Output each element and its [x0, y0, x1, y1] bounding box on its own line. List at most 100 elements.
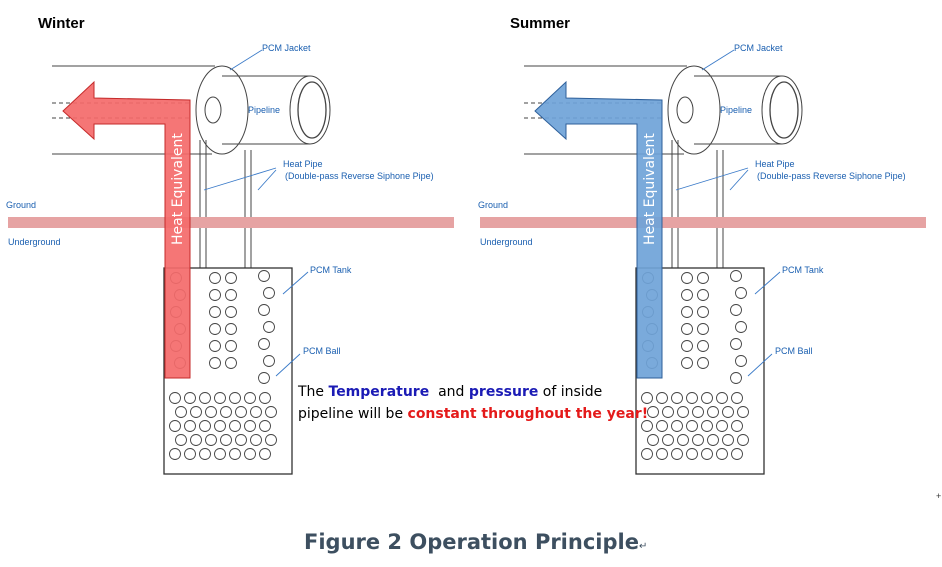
pcm-ball: [730, 270, 742, 282]
pcm-tank-label: PCM Tank: [782, 265, 824, 275]
pcm-ball: [735, 287, 747, 299]
pcm-ball: [697, 289, 709, 301]
pcm-ball: [656, 392, 668, 404]
pcm-ball: [199, 392, 211, 404]
pcm-ball: [677, 406, 689, 418]
pcm-ball: [707, 406, 719, 418]
pcm-ball: [244, 420, 256, 432]
pcm-ball: [707, 434, 719, 446]
pcm-ball: [169, 392, 181, 404]
pcm-ball: [259, 392, 271, 404]
pcm-ball: [244, 448, 256, 460]
pcm-ball: [209, 357, 221, 369]
figure-caption: Figure 2 Operation Principle↵: [304, 530, 647, 554]
pcm-ball: [258, 372, 270, 384]
pcm-ball: [730, 304, 742, 316]
underground-label: Underground: [480, 237, 533, 247]
pcm-ball: [730, 372, 742, 384]
pcm-ball: [656, 420, 668, 432]
pcm-ball: [671, 392, 683, 404]
pcm-ball: [681, 306, 693, 318]
pcm-ball: [731, 420, 743, 432]
pcm-ball: [697, 340, 709, 352]
heat-equivalent-label: Heat Equivalent: [170, 133, 186, 245]
pcm-ball: [735, 321, 747, 333]
pcm-ball: [175, 406, 187, 418]
pcm-ball: [716, 392, 728, 404]
summer-panel: Summer Heat Equivalent PCM Jacket Pipeli…: [478, 15, 926, 475]
ground-band: [480, 217, 926, 228]
heat-pipe-sub-label: (Double-pass Reverse Siphone Pipe): [757, 171, 906, 181]
pcm-ball: [662, 406, 674, 418]
pcm-ball: [263, 321, 275, 333]
pcm-ball: [169, 420, 181, 432]
pcm-ball: [265, 406, 277, 418]
winter-panel: Winter Heat Equivalent PCM Jacket Pipeli…: [6, 15, 454, 475]
pcm-ball: [697, 323, 709, 335]
pcm-ball: [730, 338, 742, 350]
pcm-ball: [731, 392, 743, 404]
pcm-ball: [209, 340, 221, 352]
pcm-ball: [209, 272, 221, 284]
pcm-ball-label: PCM Ball: [775, 346, 813, 356]
pcm-ball: [263, 355, 275, 367]
ground-band: [8, 217, 454, 228]
pcm-ball: [735, 355, 747, 367]
pcm-ball: [199, 448, 211, 460]
pcm-ball: [209, 289, 221, 301]
pcm-ball: [250, 406, 262, 418]
heat-pipe-label: Heat Pipe: [755, 159, 795, 169]
pcm-ball: [258, 270, 270, 282]
pcm-ball: [265, 434, 277, 446]
pcm-ball: [220, 434, 232, 446]
heat-arrow: [62, 80, 191, 379]
pcm-ball: [647, 406, 659, 418]
pcm-ball: [235, 434, 247, 446]
pcm-ball: [199, 420, 211, 432]
pcm-ball-label: PCM Ball: [303, 346, 341, 356]
pcm-ball: [244, 392, 256, 404]
pcm-ball: [184, 392, 196, 404]
pcm-ball: [681, 340, 693, 352]
constant-note-line1: The Temperature and pressure of inside: [297, 384, 602, 400]
pcm-ball: [225, 340, 237, 352]
pcm-ball: [677, 434, 689, 446]
pcm-ball: [681, 323, 693, 335]
pcm-ball: [681, 357, 693, 369]
pcm-ball: [214, 392, 226, 404]
pcm-ball: [671, 448, 683, 460]
pcm-ball: [214, 420, 226, 432]
pcm-ball: [259, 448, 271, 460]
pcm-ball: [697, 306, 709, 318]
pcm-ball: [681, 272, 693, 284]
pcm-ball: [225, 357, 237, 369]
pcm-ball: [205, 406, 217, 418]
pipeline-label: Pipeline: [720, 105, 752, 115]
pcm-ball: [641, 448, 653, 460]
corner-mark: +: [936, 491, 941, 501]
pcm-ball: [175, 434, 187, 446]
pcm-ball: [716, 420, 728, 432]
pcm-ball: [258, 304, 270, 316]
heat-arrow: [534, 80, 663, 379]
pcm-ball: [209, 306, 221, 318]
pcm-ball: [190, 434, 202, 446]
pcm-ball: [641, 420, 653, 432]
pcm-ball: [686, 392, 698, 404]
pcm-ball: [225, 323, 237, 335]
pcm-ball: [229, 448, 241, 460]
panel-title: Summer: [510, 15, 570, 32]
pcm-ball: [647, 434, 659, 446]
pcm-ball: [731, 448, 743, 460]
pcm-ball: [250, 434, 262, 446]
pcm-ball: [209, 323, 221, 335]
pcm-ball: [697, 272, 709, 284]
pcm-ball: [692, 434, 704, 446]
pcm-ball: [722, 406, 734, 418]
pcm-ball: [701, 392, 713, 404]
pcm-jacket-label: PCM Jacket: [734, 43, 783, 53]
pcm-ball: [656, 448, 668, 460]
pcm-ball: [716, 448, 728, 460]
pcm-jacket-label: PCM Jacket: [262, 43, 311, 53]
